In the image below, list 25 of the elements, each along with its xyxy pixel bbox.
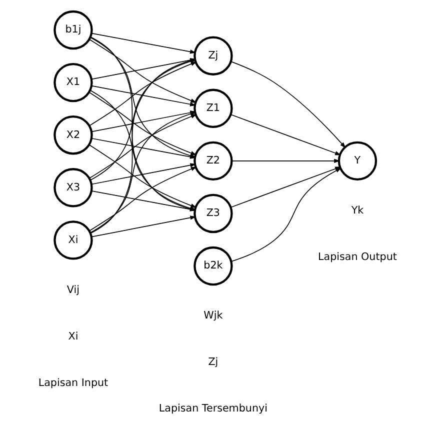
arrow — [90, 216, 196, 238]
label: Lapisan Input — [38, 376, 108, 389]
label: Lapisan Tersembunyi — [158, 402, 268, 415]
node-circle: X2 — [53, 116, 92, 155]
label: Zj — [208, 356, 218, 368]
arrow — [230, 114, 341, 156]
node-circle: Z1 — [193, 88, 232, 128]
label: Wjk — [203, 310, 222, 322]
node-circle: b2k — [193, 246, 232, 286]
label: Vij — [66, 284, 80, 296]
arrow — [90, 85, 196, 106]
arrow — [230, 158, 340, 164]
arrow — [230, 61, 346, 148]
node-circle: Zj — [193, 36, 232, 76]
node-circle: b1j — [53, 10, 92, 50]
node-circle: Z3 — [193, 194, 232, 234]
label: Xi — [68, 330, 78, 342]
node-circle: Xi — [53, 220, 92, 260]
node-circle: X3 — [53, 168, 92, 208]
arrow — [90, 163, 196, 185]
node-circle: X1 — [53, 62, 92, 102]
arrow — [90, 32, 196, 54]
label: Yk — [350, 204, 364, 217]
label: Lapisan Output — [318, 251, 396, 264]
node-circle: Z2 — [193, 141, 232, 181]
